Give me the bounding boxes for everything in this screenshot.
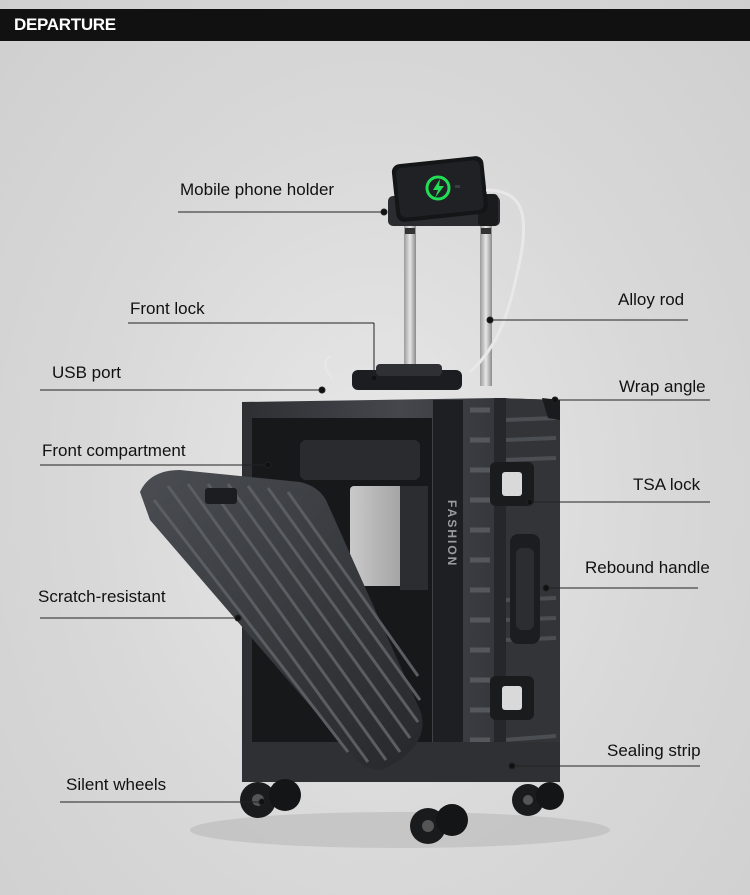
callout-alloy-rod: Alloy rod [618, 290, 685, 309]
laptop [350, 486, 412, 586]
callout-tsa-lock: TSA lock [633, 475, 701, 494]
header-bar: DEPARTURE [0, 9, 750, 41]
tsa-lock-upper [490, 462, 534, 506]
usb-cable [468, 188, 526, 374]
callout-front-lock: Front lock [130, 299, 205, 318]
top-handle [352, 364, 462, 390]
callout-silent-wheels: Silent wheels [66, 775, 167, 794]
front-lid [140, 470, 423, 770]
charging-bolt-icon [425, 175, 451, 201]
callout-rebound-handle: Rebound handle [585, 558, 710, 577]
callout-usb-port: USB port [52, 363, 121, 382]
callout-scratch-resistant: Scratch-resistant [38, 587, 166, 606]
callout-mobile-phone-holder: Mobile phone holder [180, 180, 335, 199]
callout-lines [40, 208, 710, 806]
wheels [240, 779, 564, 844]
floor-shadow [190, 812, 610, 848]
header-title: DEPARTURE [14, 15, 116, 34]
brand-mark: FASHION [445, 500, 459, 567]
rebound-handle [510, 534, 540, 644]
phone [391, 156, 488, 222]
callout-front-compartment: Front compartment [42, 441, 186, 460]
callout-wrap-angle: Wrap angle [619, 377, 706, 396]
tsa-lock-lower [490, 676, 534, 720]
alloy-rod [404, 218, 492, 386]
callout-sealing-strip: Sealing strip [607, 741, 701, 760]
